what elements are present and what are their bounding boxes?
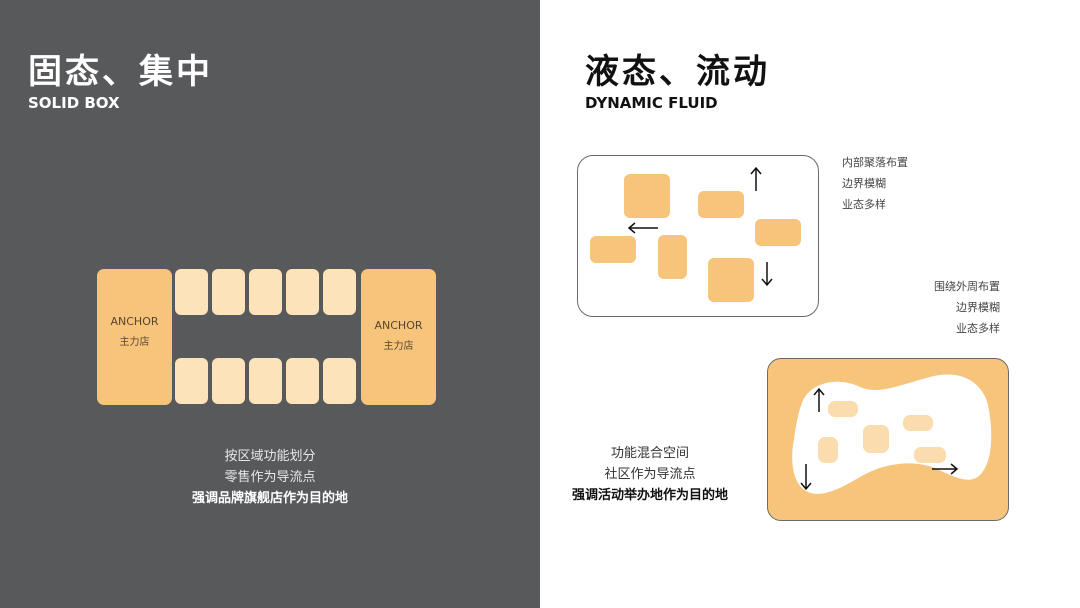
dynamic-fluid-panel: 液态、流动 DYNAMIC FLUID 内部聚落布置 边界模糊 业态多样 围绕外…	[540, 0, 1080, 608]
anchor-right-label-cn: 主力店	[383, 341, 414, 352]
fluid-title-cn: 液态、流动	[585, 52, 770, 92]
shop-unit	[286, 358, 319, 404]
note1-line3: 业态多样	[842, 198, 886, 211]
cluster-block	[624, 174, 670, 218]
shop-unit	[323, 358, 356, 404]
cluster-block	[590, 236, 636, 263]
arrow-down-icon	[800, 464, 812, 491]
anchor-left-label-cn: 主力店	[119, 337, 150, 348]
note2-line1: 围绕外周布置	[934, 280, 1000, 293]
activity-area	[914, 447, 946, 463]
fluid-caption-line1: 功能混合空间	[610, 446, 689, 461]
solid-title-cn: 固态、集中	[28, 52, 213, 92]
activity-area	[818, 437, 838, 463]
arrow-left-icon	[627, 222, 658, 234]
note2-line3: 业态多样	[956, 322, 1000, 335]
fluid-title-en: DYNAMIC FLUID	[585, 94, 718, 112]
anchor-store-right: ANCHOR 主力店	[361, 269, 436, 405]
note2-line2: 边界模糊	[956, 301, 1000, 314]
activity-area	[828, 401, 858, 417]
internal-cluster-diagram	[577, 155, 819, 317]
solid-caption-line3: 强调品牌旗舰店作为目的地	[191, 491, 348, 506]
internal-cluster-notes: 内部聚落布置 边界模糊 业态多样	[842, 152, 908, 215]
anchor-store-left: ANCHOR 主力店	[97, 269, 172, 405]
shop-unit	[249, 358, 282, 404]
note1-line1: 内部聚落布置	[842, 156, 908, 169]
shop-unit	[175, 358, 208, 404]
solid-title-en: SOLID BOX	[28, 94, 120, 112]
solid-caption-line1: 按区域功能划分	[224, 449, 316, 464]
anchor-left-label-en: ANCHOR	[110, 315, 159, 328]
shop-unit	[212, 358, 245, 404]
shop-unit	[212, 269, 245, 315]
arrow-right-icon	[932, 463, 959, 475]
anchor-right-label-en: ANCHOR	[374, 319, 423, 332]
fluid-caption-line2: 社区作为导流点	[604, 467, 696, 482]
cluster-block	[658, 235, 687, 279]
arrow-down-icon	[761, 262, 773, 287]
activity-area	[863, 425, 889, 453]
fluid-caption-line3: 强调活动举办地作为目的地	[571, 488, 728, 503]
solid-caption: 按区域功能划分 零售作为导流点 强调品牌旗舰店作为目的地	[170, 446, 370, 509]
shop-unit	[175, 269, 208, 315]
arrow-up-icon	[750, 166, 762, 191]
cluster-block	[698, 191, 744, 218]
perimeter-layout-diagram	[767, 358, 1009, 521]
note1-line2: 边界模糊	[842, 177, 886, 190]
activity-area	[903, 415, 933, 431]
cluster-block	[755, 219, 801, 246]
solid-box-panel: 固态、集中 SOLID BOX ANCHOR 主力店 ANCHOR 主力店 按区…	[0, 0, 540, 608]
shop-unit	[249, 269, 282, 315]
solid-caption-line2: 零售作为导流点	[224, 470, 316, 485]
shop-unit	[323, 269, 356, 315]
cluster-block	[708, 258, 754, 302]
shop-unit	[286, 269, 319, 315]
arrow-up-icon	[813, 387, 825, 412]
fluid-caption: 功能混合空间 社区作为导流点 强调活动举办地作为目的地	[550, 443, 750, 506]
perimeter-notes: 围绕外周布置 边界模糊 业态多样	[900, 276, 1000, 339]
